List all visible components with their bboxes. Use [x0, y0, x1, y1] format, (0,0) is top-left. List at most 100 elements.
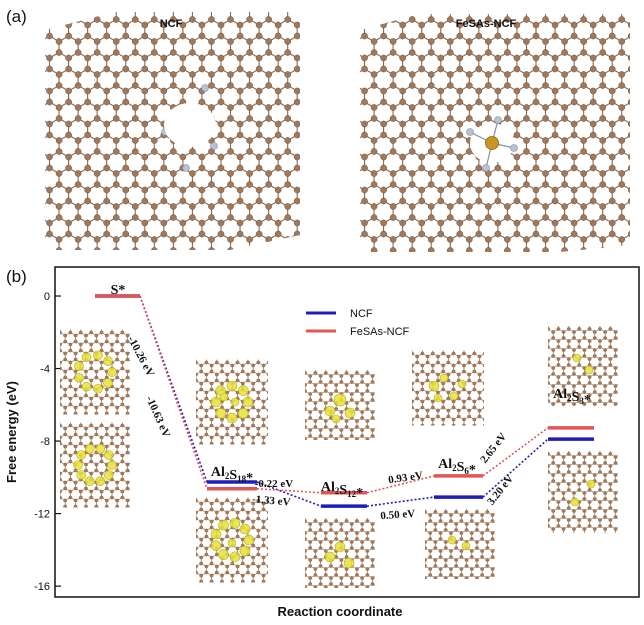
bond: [196, 572, 197, 573]
carbon-atom: [344, 519, 349, 523]
carbon-atom: [570, 65, 578, 73]
carbon-atom: [465, 49, 473, 56]
carbon-atom: [265, 38, 272, 45]
carbon-atom: [523, 38, 530, 45]
carbon-atom: [189, 400, 193, 404]
carbon-atom: [84, 120, 91, 128]
carbon-atom: [115, 387, 120, 392]
bond: [243, 453, 248, 456]
bond: [133, 405, 138, 408]
bond: [378, 373, 383, 376]
carbon-atom: [150, 214, 158, 221]
carbon-atom: [104, 486, 109, 491]
carbon-atom: [313, 549, 318, 553]
carbon-atom: [150, 236, 158, 243]
carbon-atom: [418, 65, 426, 73]
carbon-atom: [235, 432, 240, 437]
carbon-atom: [46, 54, 53, 62]
carbon-atom: [293, 87, 300, 95]
carbon-atom: [313, 519, 318, 523]
adsorption-insets: [48, 326, 618, 596]
bond: [295, 373, 300, 376]
carbon-atom: [329, 380, 333, 384]
carbon-atom: [103, 120, 111, 128]
carbon-atom: [485, 38, 492, 45]
carbon-atom: [46, 131, 53, 139]
carbon-atom: [68, 435, 73, 440]
carbon-atom: [408, 71, 416, 78]
carbon-atom: [608, 164, 616, 172]
carbon-atom: [99, 489, 104, 494]
carbon-atom: [272, 436, 276, 440]
carbon-atom: [561, 5, 567, 11]
carbon-atom: [136, 406, 140, 410]
carbon-atom: [131, 115, 139, 122]
carbon-atom: [334, 437, 339, 440]
carbon-atom: [266, 570, 268, 575]
carbon-atom: [170, 214, 177, 221]
carbon-atom: [329, 434, 333, 438]
bond: [295, 391, 300, 394]
carbon-atom: [125, 387, 130, 392]
carbon-atom: [293, 131, 300, 139]
carbon-atom: [318, 540, 323, 544]
carbon-atom: [494, 164, 502, 172]
carbon-atom: [214, 360, 219, 365]
carbon-atom: [485, 82, 492, 89]
carbon-atom: [170, 71, 177, 78]
carbon-atom: [235, 570, 240, 575]
carbon-atom: [437, 87, 445, 95]
carbon-atom: [352, 82, 358, 88]
carbon-atom: [189, 526, 193, 530]
carbon-atom: [68, 402, 73, 407]
carbon-atom: [65, 98, 72, 106]
carbon-atom: [240, 381, 245, 386]
carbon-atom: [204, 534, 209, 539]
carbon-atom: [73, 480, 78, 485]
bond: [378, 391, 383, 394]
bond: [96, 516, 101, 519]
bond: [50, 426, 55, 429]
carbon-atom: [48, 496, 52, 500]
carbon-atom: [184, 535, 188, 539]
carbon-atom: [104, 426, 109, 431]
carbon-atom: [349, 374, 354, 378]
bond: [128, 423, 133, 426]
carbon-atom: [318, 546, 323, 550]
carbon-atom: [284, 104, 292, 111]
bond: [347, 445, 352, 448]
carbon-atom: [561, 82, 568, 89]
carbon-atom: [608, 21, 616, 29]
carbon-atom: [37, 5, 43, 11]
carbon-atom: [184, 589, 188, 593]
y-tick-label: -4: [40, 364, 50, 376]
carbon-atom: [308, 428, 313, 432]
carbon-atom: [179, 186, 187, 194]
carbon-atom: [48, 478, 52, 482]
carbon-atom: [627, 186, 630, 194]
carbon-atom: [196, 498, 198, 503]
bond: [49, 19, 60, 26]
carbon-atom: [89, 495, 94, 500]
carbon-atom: [89, 396, 94, 401]
carbon-atom: [103, 153, 111, 161]
carbon-atom: [608, 230, 616, 238]
carbon-atom: [532, 98, 540, 106]
carbon-atom: [324, 443, 328, 447]
carbon-atom: [618, 203, 626, 210]
carbon-atom: [68, 366, 73, 371]
carbon-atom: [380, 32, 387, 40]
bond: [378, 427, 383, 430]
carbon-atom: [225, 546, 230, 551]
carbon-atom: [304, 71, 310, 77]
bond: [269, 408, 274, 411]
carbon-atom: [334, 513, 338, 517]
carbon-atom: [63, 375, 68, 380]
carbon-atom: [240, 561, 245, 566]
bond: [362, 593, 367, 596]
carbon-atom: [240, 555, 245, 560]
carbon-atom: [68, 453, 73, 458]
carbon-atom: [427, 49, 435, 56]
carbon-atom: [78, 348, 83, 353]
carbon-atom: [599, 214, 607, 221]
